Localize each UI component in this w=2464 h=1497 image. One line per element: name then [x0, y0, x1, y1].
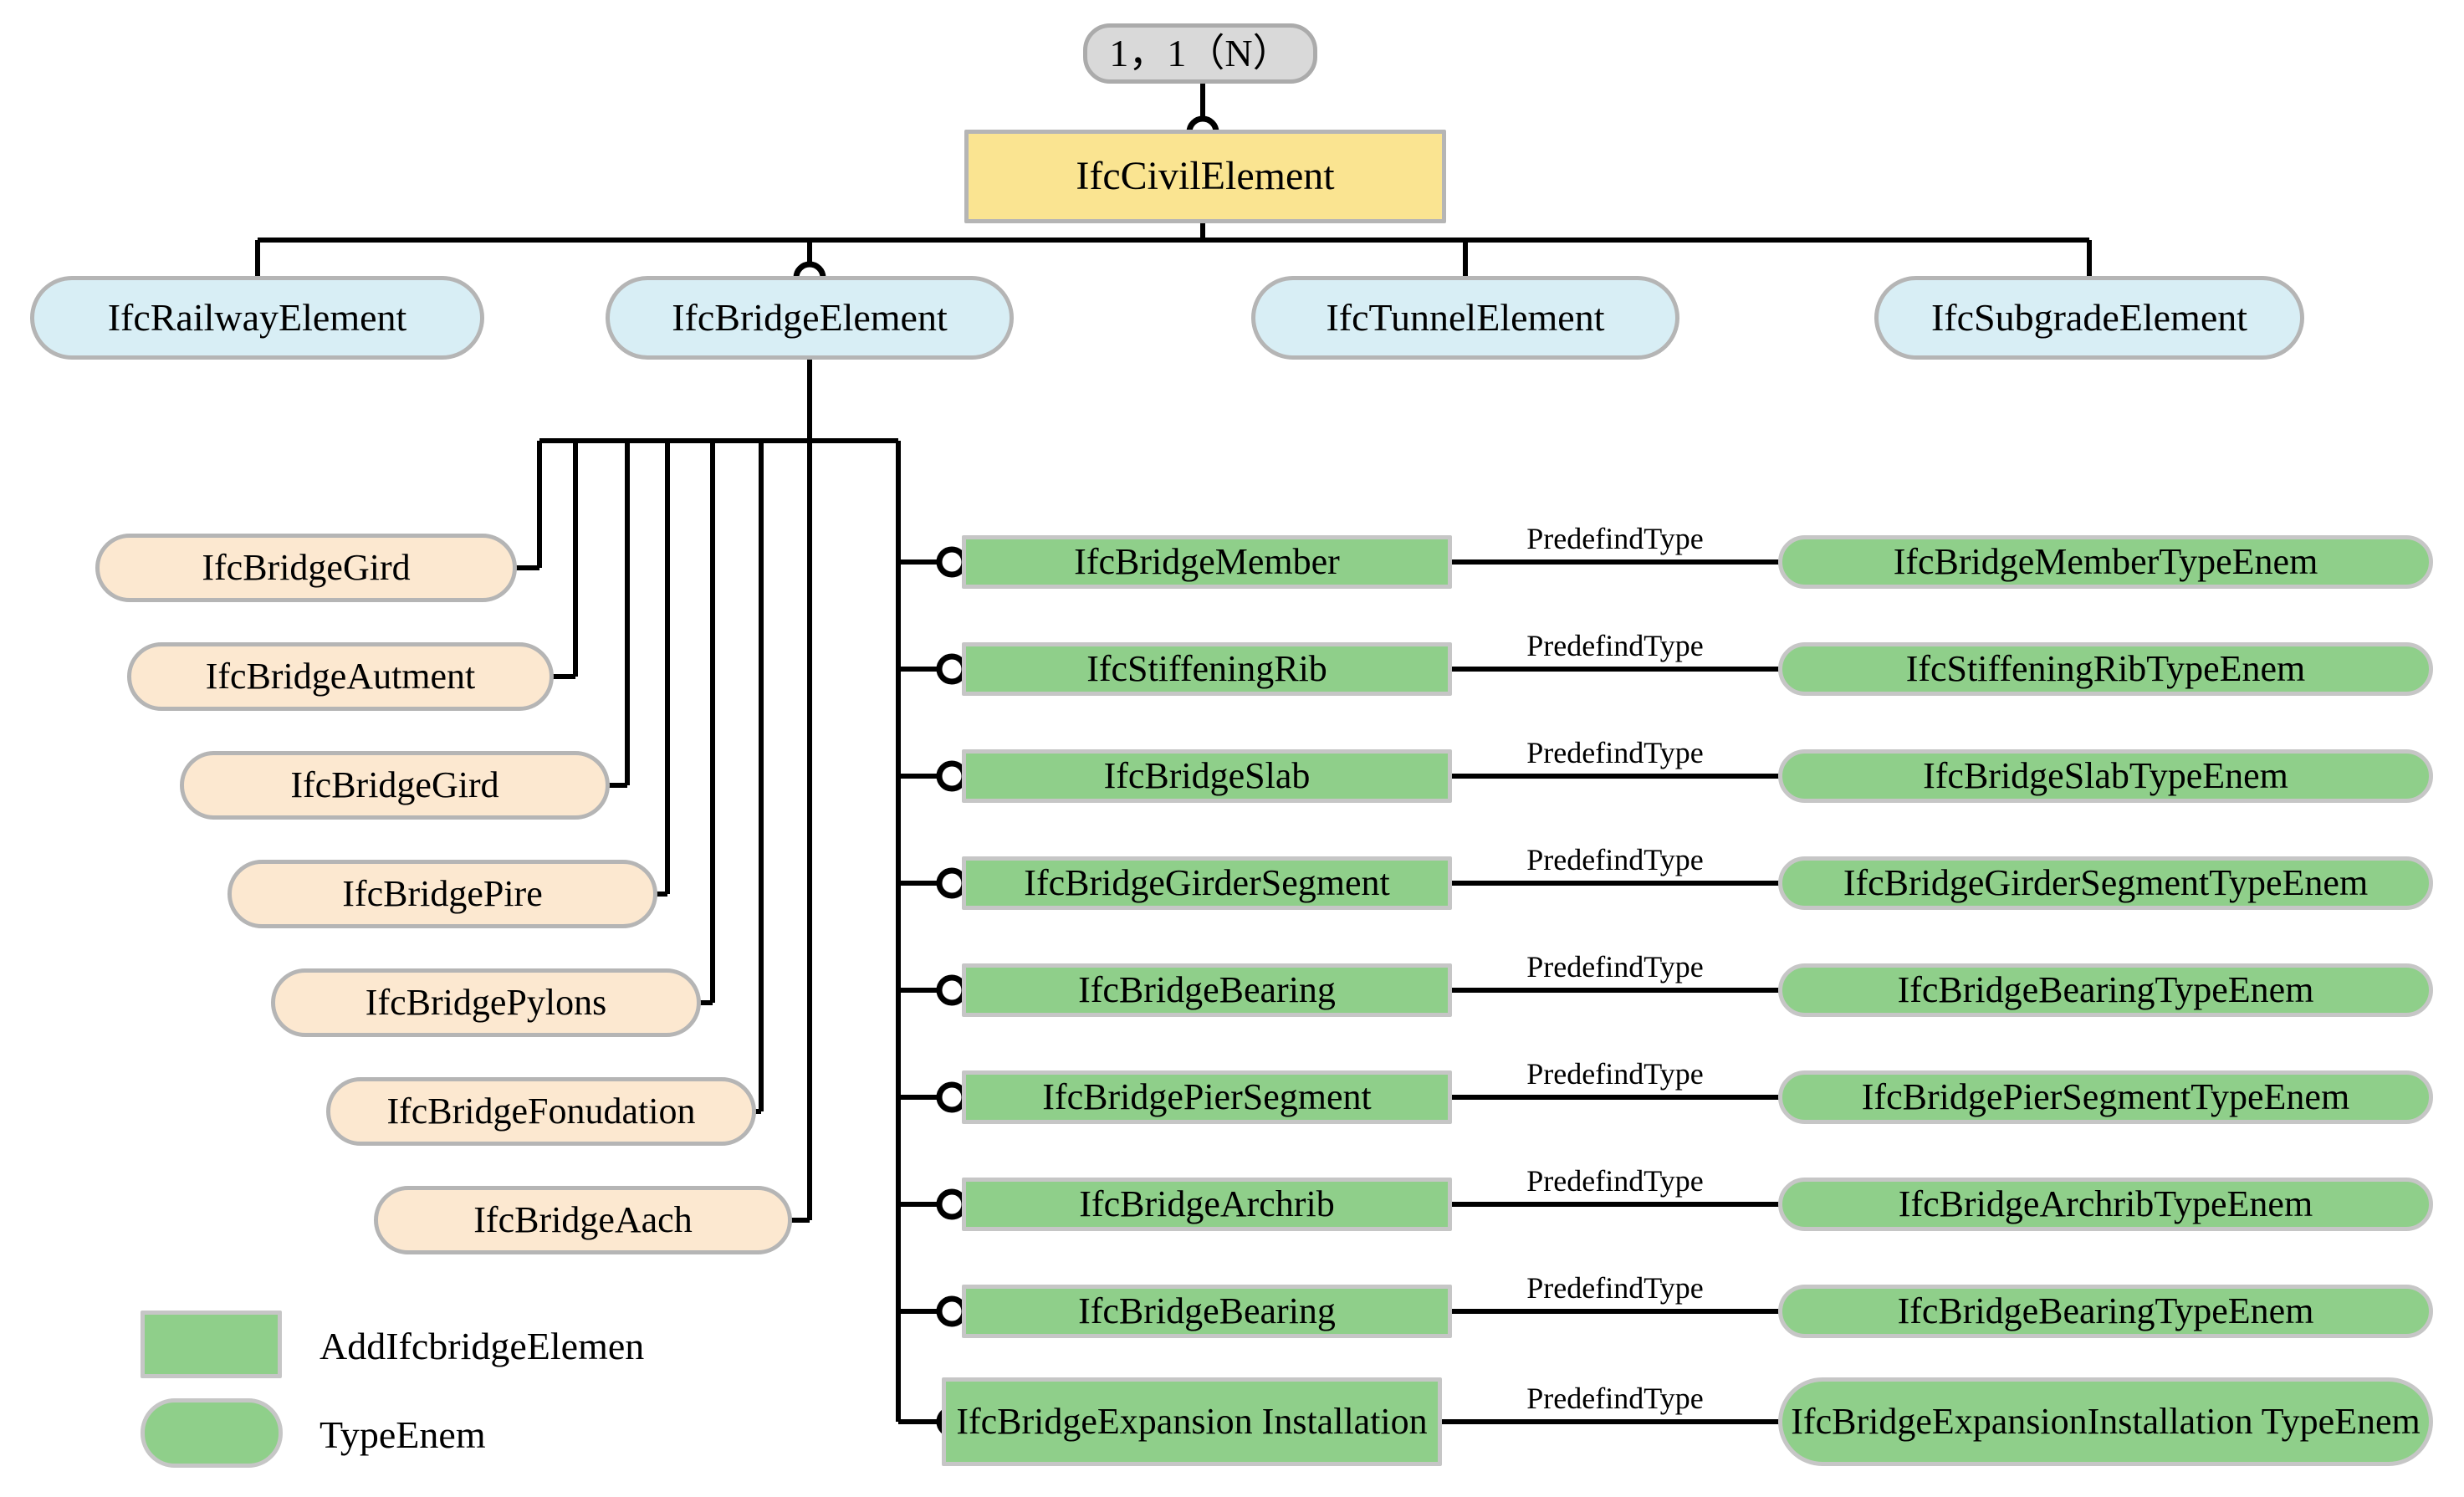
predefined-type-label: PredefindType [1526, 628, 1704, 662]
predefined-type-label: PredefindType [1526, 842, 1704, 876]
relation-circle [936, 760, 968, 792]
type-enum-node: IfcBridgeGirderSegmentTypeEnem [1778, 856, 2433, 910]
relation-circle [936, 1295, 968, 1327]
type-enum-node: IfcBridgeBearingTypeEnem [1778, 1285, 2433, 1338]
civil-subtype-node: IfcBridgeElement [606, 276, 1014, 360]
type-enum-node: IfcBridgeSlabTypeEnem [1778, 749, 2433, 803]
civil-subtype-node: IfcSubgradeElement [1874, 276, 2304, 360]
predefined-type-label: PredefindType [1526, 1270, 1704, 1305]
type-enum-node: IfcBridgeBearingTypeEnem [1778, 963, 2433, 1017]
relation-circle [936, 867, 968, 899]
type-enum-node: IfcBridgeExpansionInstallation TypeEnem [1778, 1377, 2433, 1466]
predefined-type-label: PredefindType [1526, 735, 1704, 769]
bridge-part-node: IfcBridgeAutment [127, 642, 554, 711]
bridge-part-node: IfcBridgePire [227, 860, 657, 928]
type-enum-node: IfcBridgePierSegmentTypeEnem [1778, 1070, 2433, 1124]
predefined-type-label: PredefindType [1526, 1056, 1704, 1091]
civil-subtype-node: IfcTunnelElement [1251, 276, 1679, 360]
legend-element-swatch [141, 1311, 282, 1378]
legend-element-label: AddIfcbridgeElemen [320, 1325, 645, 1368]
cardinality-node: 1，1（N） [1083, 23, 1317, 84]
bridge-element-node: IfcBridgeBearing [962, 1285, 1452, 1338]
legend-typeenum-label: TypeEnem [320, 1413, 486, 1457]
bridge-element-node: IfcStiffeningRib [962, 642, 1452, 696]
civil-element-node: IfcCivilElement [964, 130, 1446, 223]
bridge-element-node: IfcBridgeGirderSegment [962, 856, 1452, 910]
bridge-element-node: IfcBridgeMember [962, 535, 1452, 589]
bridge-part-node: IfcBridgeFonudation [326, 1077, 756, 1146]
relation-circle [936, 974, 968, 1006]
bridge-part-node: IfcBridgePylons [271, 968, 701, 1037]
bridge-element-node: IfcBridgeArchrib [962, 1178, 1452, 1231]
connector-path [255, 84, 2092, 1424]
bridge-part-node: IfcBridgeAach [374, 1186, 792, 1254]
type-enum-node: IfcStiffeningRibTypeEnem [1778, 642, 2433, 696]
predefined-type-label: PredefindType [1526, 1381, 1704, 1415]
bridge-element-node: IfcBridgeExpansion Installation [942, 1377, 1442, 1466]
predefined-type-label: PredefindType [1526, 521, 1704, 555]
bridge-element-node: IfcBridgePierSegment [962, 1070, 1452, 1124]
civil-subtype-node: IfcRailwayElement [30, 276, 484, 360]
legend-typeenum-swatch [141, 1398, 283, 1468]
predefined-type-label: PredefindType [1526, 1163, 1704, 1198]
bridge-part-node: IfcBridgeGird [95, 534, 517, 602]
bridge-element-node: IfcBridgeBearing [962, 963, 1452, 1017]
bridge-part-node: IfcBridgeGird [180, 751, 610, 820]
type-enum-node: IfcBridgeArchribTypeEnem [1778, 1178, 2433, 1231]
relation-circle [936, 653, 968, 685]
relation-circle [936, 546, 968, 578]
predefined-type-label: PredefindType [1526, 949, 1704, 984]
relation-circle [936, 1188, 968, 1220]
relation-circle [936, 1081, 968, 1113]
bridge-element-node: IfcBridgeSlab [962, 749, 1452, 803]
type-enum-node: IfcBridgeMemberTypeEnem [1778, 535, 2433, 589]
